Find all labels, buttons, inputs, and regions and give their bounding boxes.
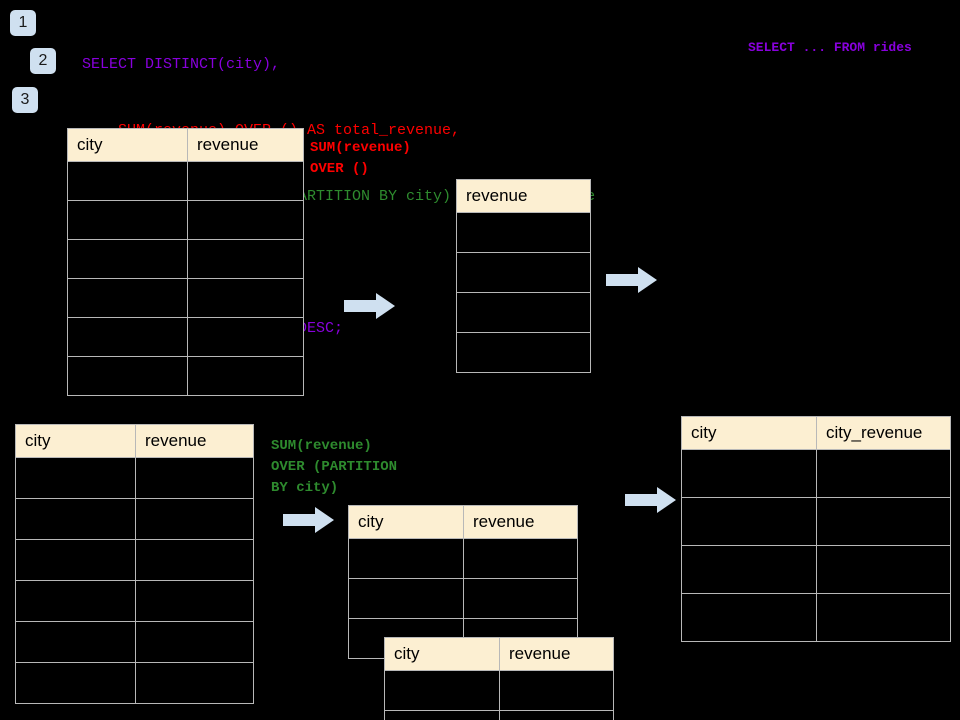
table-cell [67,317,188,357]
table-cell [187,356,304,396]
table-row [456,292,591,333]
table-cell [681,545,817,594]
column-header-city: city [348,505,464,539]
column-header-revenue: revenue [456,179,591,213]
table-cell [456,252,591,293]
table-cell [384,670,500,711]
total-revenue-annotation: SUM(revenue) OVER () [310,140,411,177]
table-cell [816,449,951,498]
step-badge-1: 1 [10,10,36,36]
table-row [456,332,591,373]
table-row [15,662,254,704]
table-cell [15,539,136,581]
table-cell [463,578,578,619]
table-cell [15,580,136,622]
table-cell [384,710,500,720]
total-revenue-table: revenue [456,179,591,373]
table-row [348,578,578,619]
table-row [15,539,254,581]
step-badge-2: 2 [30,48,56,74]
table-cell [816,545,951,594]
table-cell [67,200,188,240]
select-from-rides-note: SELECT ... FROM rides [748,40,912,55]
table-cell [135,498,254,540]
table-cell [135,457,254,499]
table-row [456,252,591,293]
column-header-city: city [681,416,817,450]
table-cell [67,239,188,279]
table-row [681,497,951,546]
table-cell [67,278,188,318]
table-cell [456,332,591,373]
table-cell [15,662,136,704]
table-row [15,580,254,622]
table-row [456,212,591,253]
column-header-revenue: revenue [187,128,304,162]
table-row [681,545,951,594]
table-cell [816,593,951,642]
table-cell [348,578,464,619]
column-header-revenue: revenue [135,424,254,458]
table-cell [499,710,614,720]
table-cell [456,292,591,333]
table-row [348,538,578,579]
column-header-revenue: revenue [463,505,578,539]
column-header-city: city [67,128,188,162]
table-row [67,356,304,396]
city-revenue-annotation: SUM(revenue) OVER (PARTITION BY city) [271,438,398,496]
table-cell [15,457,136,499]
table-row [681,449,951,498]
table-cell [816,497,951,546]
table-cell [681,593,817,642]
table-row [384,670,614,711]
table-cell [681,449,817,498]
table-row [67,239,304,279]
table-row [15,621,254,663]
table-row [681,593,951,642]
arrow-right-icon [283,507,334,533]
column-header-city: city [384,637,500,671]
table-row [67,200,304,240]
table-cell [187,161,304,201]
column-header-revenue: revenue [499,637,614,671]
column-header-city: city [15,424,136,458]
table-cell [67,356,188,396]
table-row [384,710,614,720]
table-row [67,161,304,201]
table-cell [187,239,304,279]
table-cell [499,670,614,711]
table-row [15,457,254,499]
table-cell [135,621,254,663]
table-cell [187,200,304,240]
table-cell [348,538,464,579]
table-cell [681,497,817,546]
arrow-right-icon [625,487,676,513]
sql-code-line-1: SELECT DISTINCT(city), [82,56,281,73]
table-cell [187,317,304,357]
table-cell [15,621,136,663]
table-cell [463,538,578,579]
table-cell [135,539,254,581]
table-cell [187,278,304,318]
table-cell [456,212,591,253]
table-cell [15,498,136,540]
table-cell [135,662,254,704]
table-cell [135,580,254,622]
arrow-right-icon [606,267,657,293]
column-header-city-revenue: city_revenue [816,416,951,450]
table-row [67,317,304,357]
table-row [67,278,304,318]
step-badge-3: 3 [12,87,38,113]
table-row [15,498,254,540]
arrow-right-icon [344,293,395,319]
table-cell [67,161,188,201]
